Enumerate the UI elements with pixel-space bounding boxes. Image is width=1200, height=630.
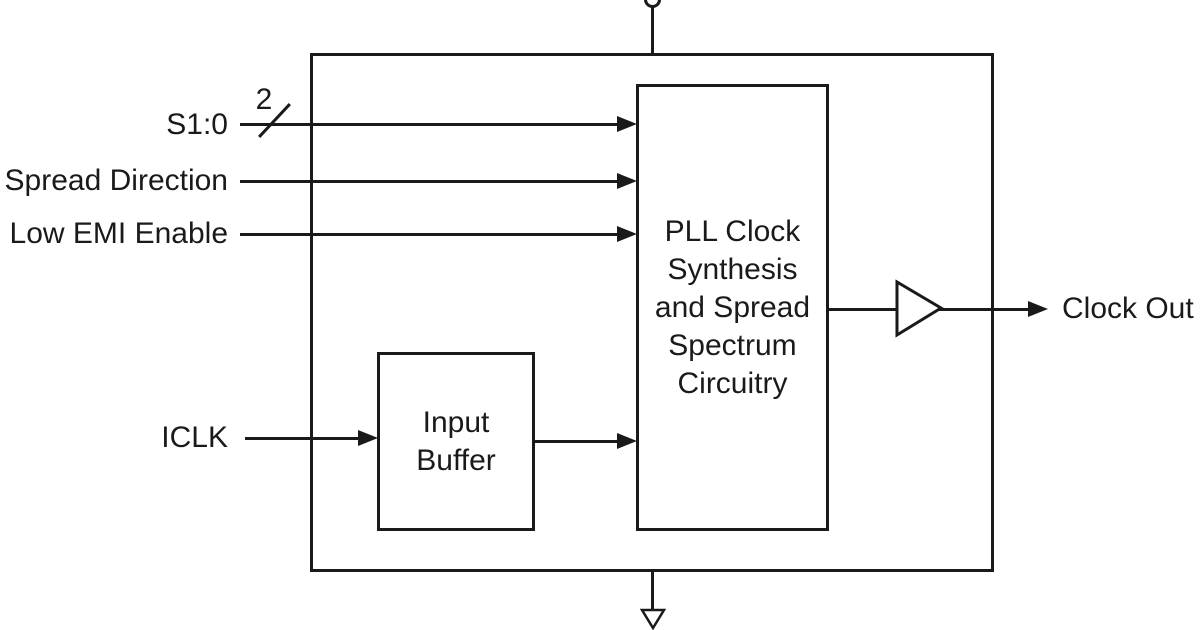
bottom-pin-wire	[651, 572, 654, 612]
input-label-spread-direction: Spread Direction	[4, 164, 228, 197]
input-label-iclk: ICLK	[161, 421, 228, 454]
arrowhead-s10-icon	[617, 116, 637, 132]
arrowhead-buffer-to-pll-icon	[617, 433, 637, 449]
input-label-s10: S1:0	[166, 108, 228, 141]
wire-s10	[240, 123, 619, 126]
wire-buffer-to-clock-out	[938, 308, 1030, 311]
wire-spread-direction	[240, 180, 619, 183]
bus-width-label: 2	[255, 83, 273, 116]
pll-block: PLL Clock Synthesis and Spread Spectrum …	[636, 84, 829, 531]
pll-block-label: PLL Clock Synthesis and Spread Spectrum …	[654, 214, 811, 400]
wire-buffer-to-pll	[534, 440, 619, 443]
top-pin-open-circle-icon	[644, 0, 661, 8]
output-buffer-triangle-icon	[895, 279, 944, 338]
arrowhead-spread-direction-icon	[617, 173, 637, 189]
arrowhead-clock-out-icon	[1028, 301, 1048, 317]
input-buffer-block: Input Buffer	[377, 352, 535, 531]
bottom-pin-open-arrow-icon	[639, 608, 667, 630]
wire-pll-to-buffer	[828, 308, 898, 311]
input-label-low-emi-enable: Low EMI Enable	[9, 217, 228, 250]
input-buffer-label: Input Buffer	[416, 405, 496, 477]
arrowhead-iclk-icon	[358, 430, 378, 446]
arrowhead-low-emi-enable-icon	[617, 226, 637, 242]
wire-iclk	[245, 437, 360, 440]
top-pin-wire	[651, 6, 654, 53]
wire-low-emi-enable	[240, 233, 619, 236]
output-label-clock-out: Clock Out	[1062, 292, 1194, 325]
